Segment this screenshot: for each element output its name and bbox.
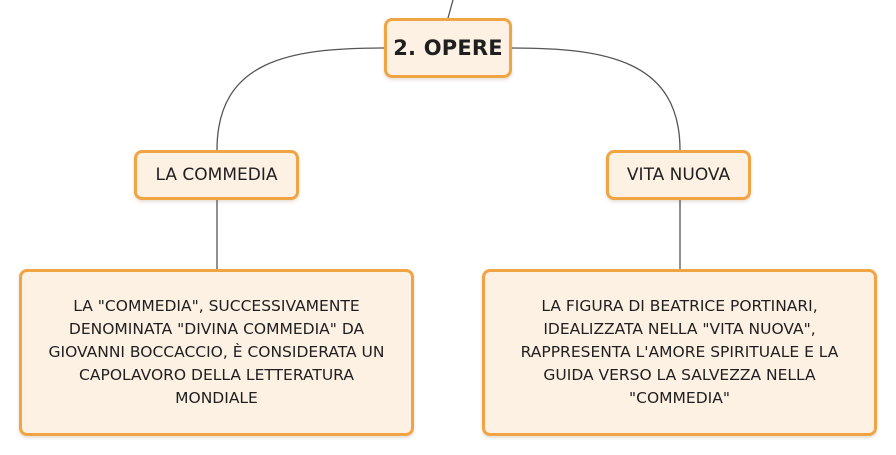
branch-node-label: VITA NUOVA: [626, 165, 731, 185]
branch-node-vita-nuova[interactable]: VITA NUOVA: [606, 150, 751, 200]
detail-node-text: LA "COMMEDIA", SUCCESSIVAMENTE DENOMINAT…: [48, 297, 385, 407]
detail-node-text: LA FIGURA DI BEATRICE PORTINARI, IDEALIZ…: [520, 297, 839, 407]
branch-node-label: LA COMMEDIA: [155, 165, 278, 185]
detail-node-vita-nuova[interactable]: LA FIGURA DI BEATRICE PORTINARI, IDEALIZ…: [482, 269, 877, 436]
branch-node-la-commedia[interactable]: LA COMMEDIA: [134, 150, 299, 200]
edge-parent-to-root: [447, 0, 454, 19]
detail-node-la-commedia[interactable]: LA "COMMEDIA", SUCCESSIVAMENTE DENOMINAT…: [19, 269, 414, 436]
edge-root-to-commedia: [216, 47, 385, 151]
root-node-opere[interactable]: 2. OPERE: [384, 18, 512, 78]
edge-root-to-vita-nuova: [511, 47, 681, 151]
root-node-label: 2. OPERE: [393, 36, 503, 60]
